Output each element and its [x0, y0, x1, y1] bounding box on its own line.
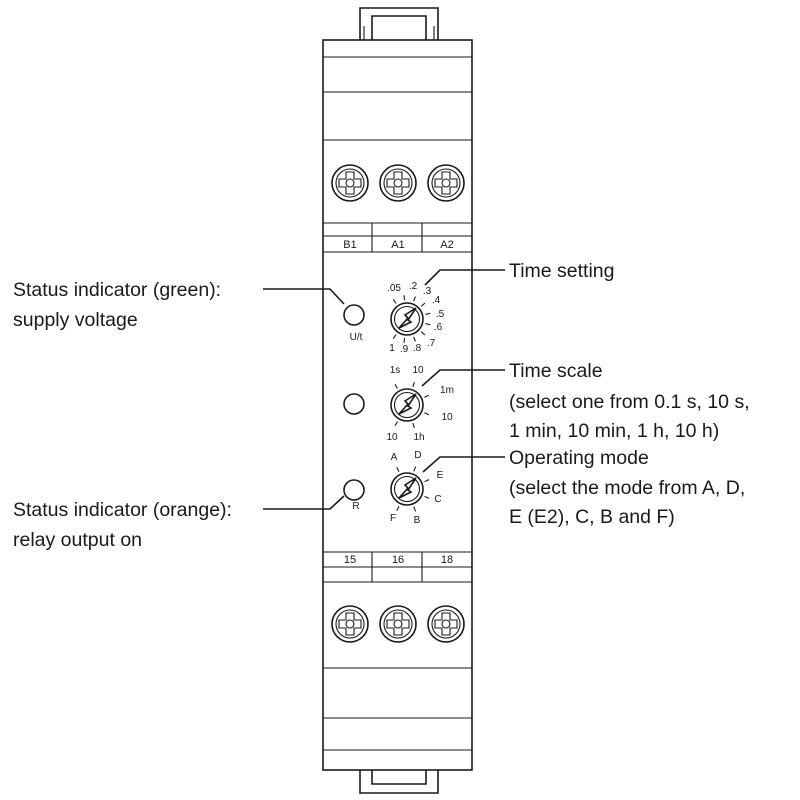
screw-terminal [331, 164, 369, 202]
led-label-supply: U/t [350, 332, 363, 343]
annotation-scale-line3: 1 min, 10 min, 1 h, 10 h) [509, 420, 719, 442]
terminal-label-16: 16 [392, 554, 404, 566]
annotation-orange-line1: Status indicator (orange): [13, 499, 232, 521]
dial-tick [424, 495, 430, 499]
dial-tick [403, 337, 406, 343]
operating-mode-dial[interactable] [390, 466, 430, 512]
dial-tick [392, 334, 397, 339]
time-setting-dial[interactable] [390, 295, 431, 343]
annotation-mode-line2: (select the mode from A, D, [509, 477, 745, 499]
annotation-orange-line2: relay output on [13, 529, 142, 551]
leader-lines [263, 269, 505, 510]
screw-terminal [331, 605, 369, 643]
mode-tick-label: F [390, 513, 396, 524]
annotation-scale-line1: Time scale [509, 360, 603, 382]
dial-tick [424, 394, 430, 398]
dial-tick [413, 336, 416, 342]
time-tick-label: .8 [413, 343, 422, 354]
terminal-label-a1: A1 [391, 239, 404, 251]
annotation-scale-line2: (select one from 0.1 s, 10 s, [509, 391, 750, 413]
housing [322, 39, 473, 771]
annotation-mode-line3: E (E2), C, B and F) [509, 506, 675, 528]
status-led-unlabeled [343, 393, 365, 415]
scale-tick-label: 10 [386, 432, 398, 443]
terminal-label-15: 15 [344, 554, 356, 566]
scale-tick-label: 10 [412, 365, 424, 376]
terminal-label-b1: B1 [343, 239, 356, 251]
led-label-relay: R [352, 501, 359, 512]
dial-tick [420, 302, 426, 307]
dial-tick [412, 422, 415, 428]
status-led-orange [343, 479, 365, 501]
dial-tick [392, 299, 397, 304]
scale-tick-label: 10 [441, 412, 453, 423]
screw-terminal [379, 605, 417, 643]
time-tick-label: .2 [409, 281, 418, 292]
terminal-label-a2: A2 [440, 239, 453, 251]
dial-tick [413, 296, 416, 302]
time-tick-label: .05 [387, 283, 401, 294]
time-tick-label: .9 [400, 344, 409, 355]
dial-tick [396, 505, 400, 511]
bottom-din-clip [359, 770, 439, 794]
dial-tick [424, 412, 430, 416]
time-tick-label: 1 [389, 343, 395, 354]
dial-tick [413, 506, 417, 512]
annotation-green-line2: supply voltage [13, 309, 138, 331]
time-tick-label: .6 [434, 322, 443, 333]
dial-tick [420, 331, 426, 336]
mode-tick-label: E [437, 470, 444, 481]
annotation-time-setting: Time setting [509, 260, 614, 282]
top-din-clip [359, 7, 439, 40]
mode-tick-label: A [391, 452, 398, 463]
dial-tick [403, 295, 406, 301]
dial-tick [412, 382, 415, 388]
annotation-green-line1: Status indicator (green): [13, 279, 221, 301]
status-led-green [343, 304, 365, 326]
scale-tick-label: 1m [440, 385, 454, 396]
dial-tick [396, 467, 400, 473]
scale-tick-label: 1h [413, 432, 424, 443]
screw-terminal [427, 164, 465, 202]
terminal-label-18: 18 [441, 554, 453, 566]
dial-tick [425, 323, 431, 326]
screw-terminals-bottom [331, 605, 465, 643]
scale-tick-label: 1s [390, 365, 401, 376]
mode-tick-label: D [414, 450, 421, 461]
screw-terminals-top [331, 164, 465, 202]
dial-tick [413, 466, 417, 472]
dial-tick [424, 479, 430, 483]
mode-tick-label: C [434, 494, 441, 505]
dial-tick [394, 383, 398, 389]
screw-terminal [427, 605, 465, 643]
dial-tick [425, 312, 431, 315]
time-tick-label: .7 [427, 338, 436, 349]
time-scale-dial[interactable] [390, 382, 430, 428]
screw-terminal [379, 164, 417, 202]
time-tick-label: .4 [432, 295, 441, 306]
dial-tick [394, 421, 398, 427]
time-tick-label: .5 [436, 309, 445, 320]
time-tick-label: .3 [423, 286, 432, 297]
annotation-mode-line1: Operating mode [509, 447, 649, 469]
mode-tick-label: B [414, 515, 421, 526]
